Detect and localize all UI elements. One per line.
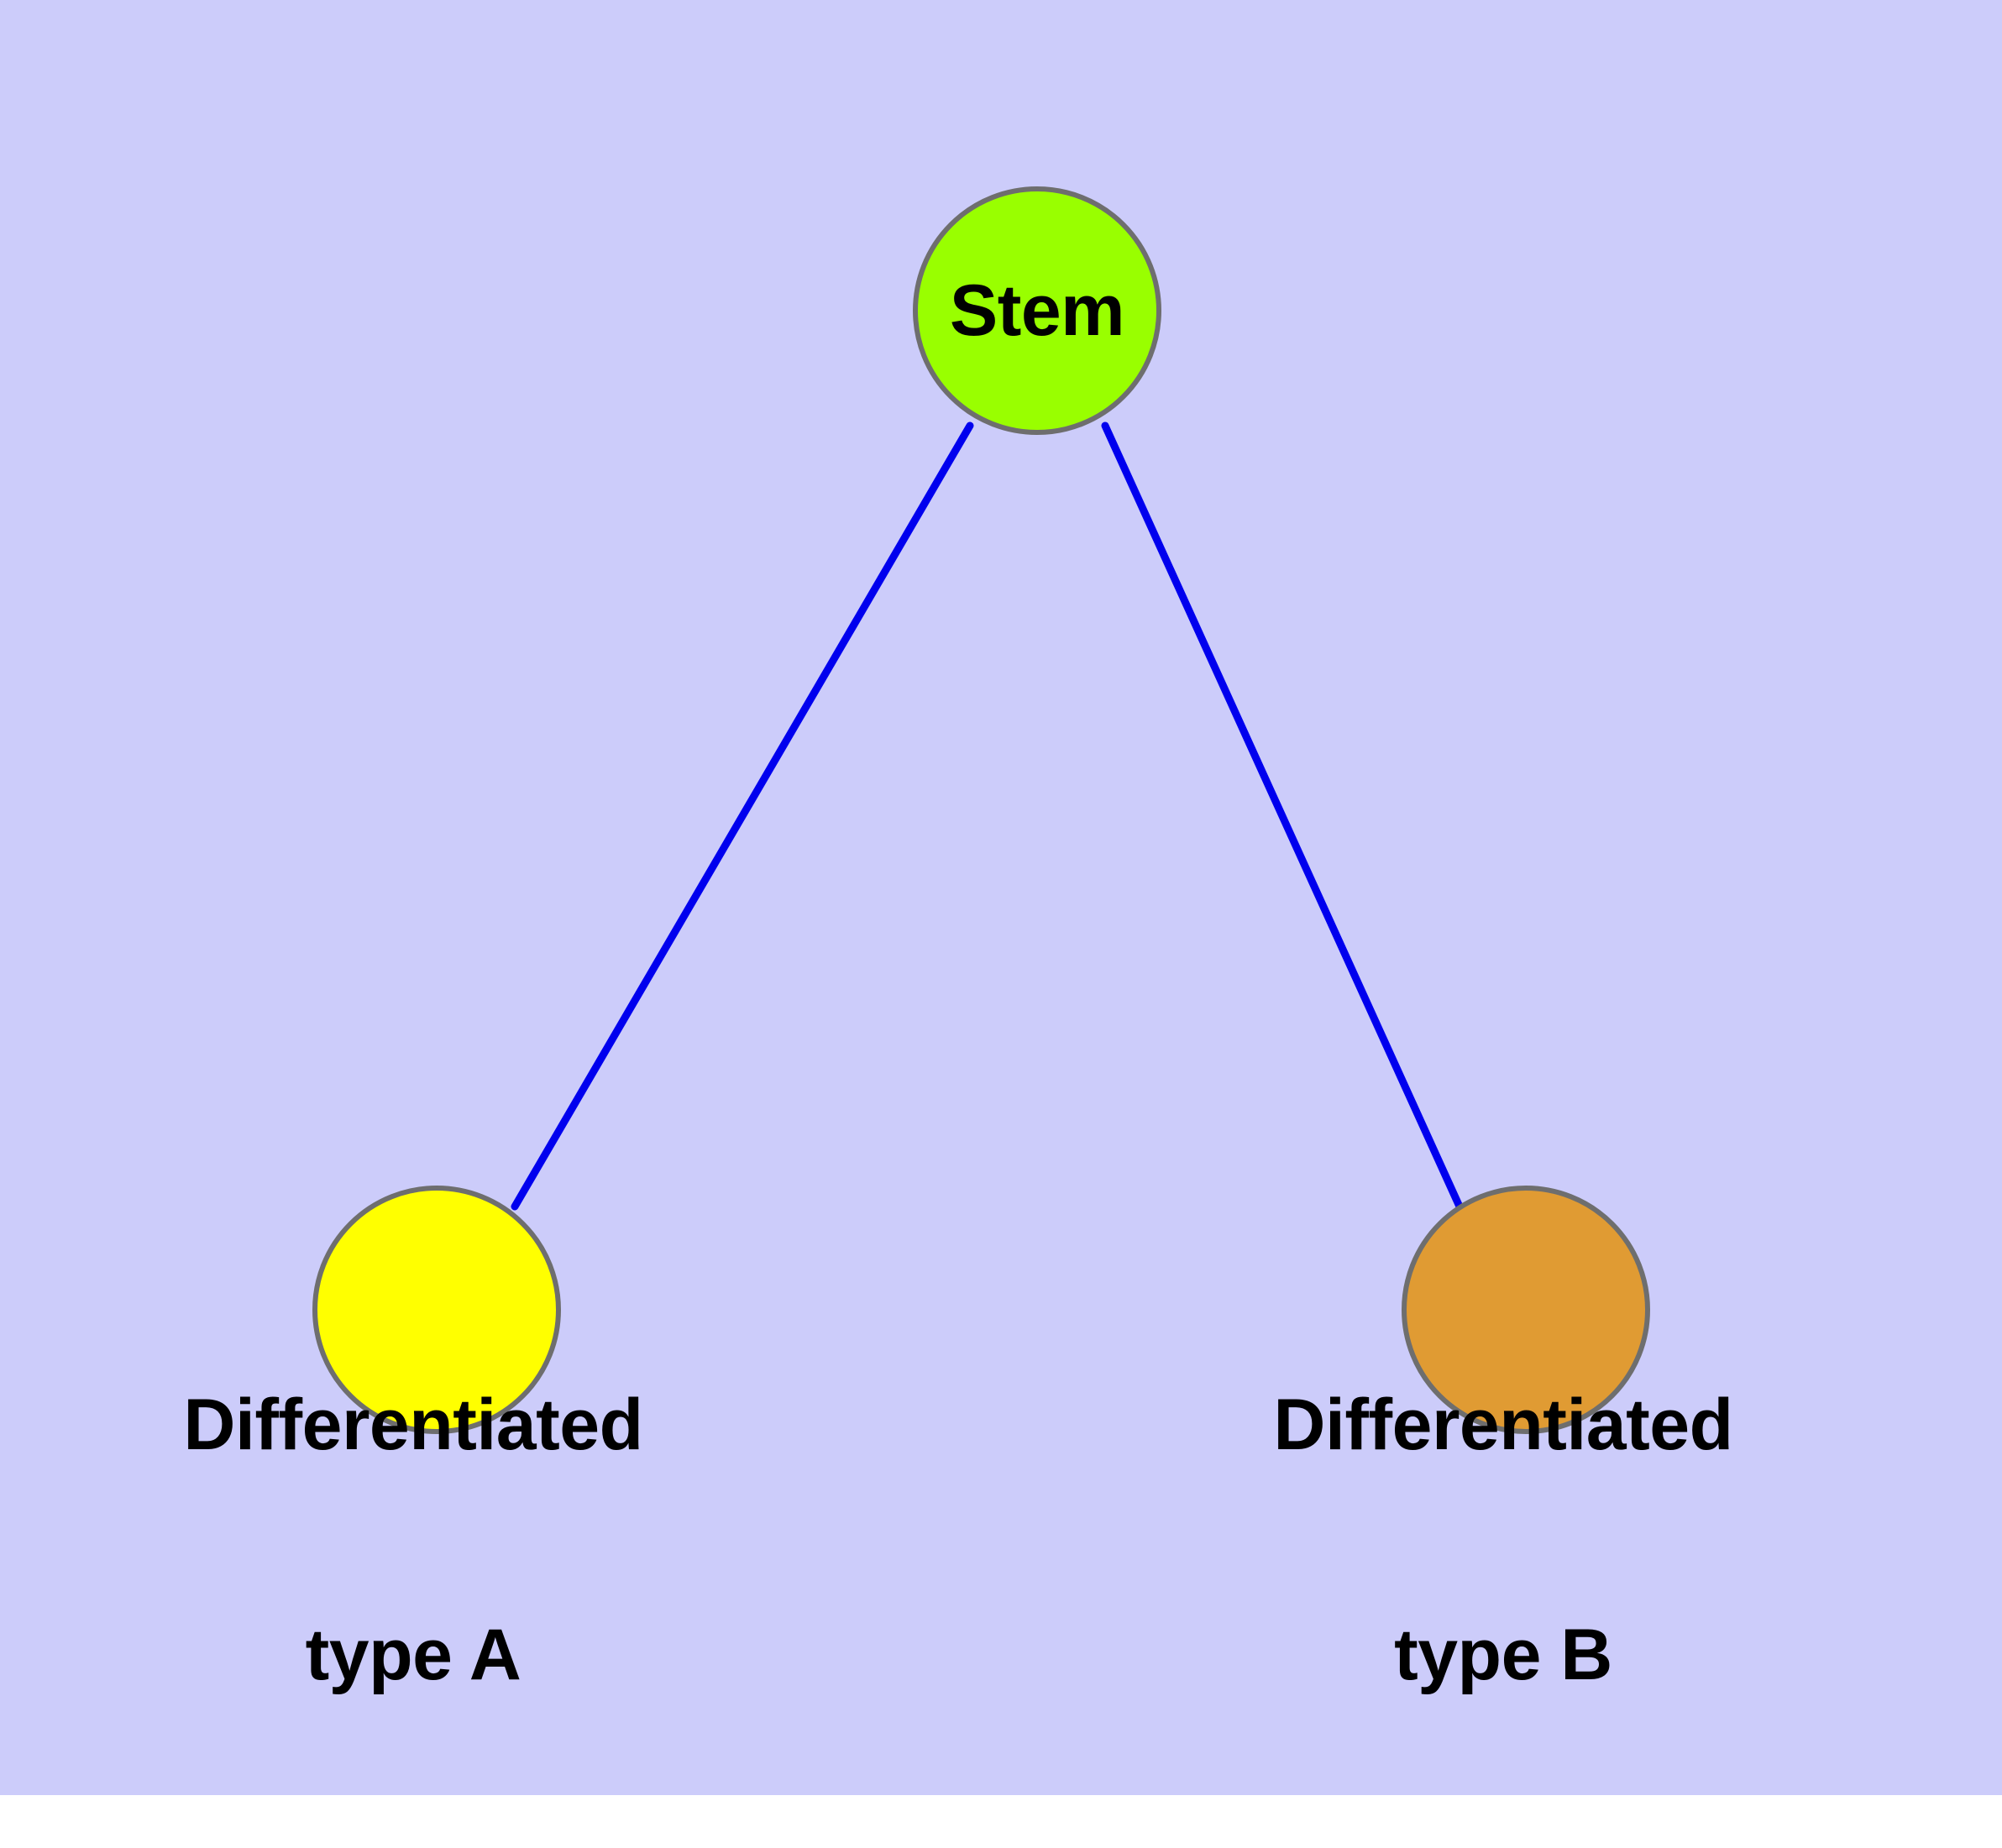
edge-stem-to-diff-b (1101, 421, 1464, 1211)
graph-canvas: Stem Differentiated type A Differentiate… (0, 0, 2002, 1795)
edge-layer (511, 421, 1464, 1211)
node-stem[interactable] (913, 186, 1161, 435)
node-differentiated-type-a[interactable] (312, 1186, 561, 1434)
edge-stem-to-diff-a (511, 421, 974, 1211)
node-differentiated-type-b[interactable] (1402, 1186, 1650, 1434)
